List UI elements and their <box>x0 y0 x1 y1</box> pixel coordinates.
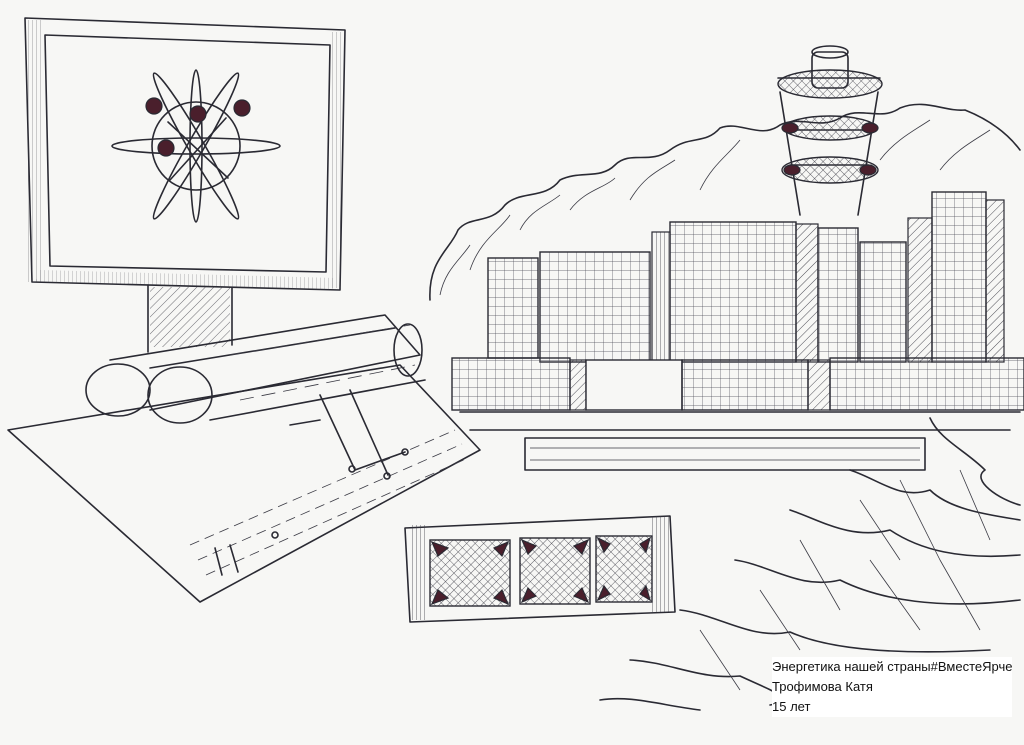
cooling-tower <box>777 45 883 216</box>
author-age: 15 лет <box>772 699 811 714</box>
monitor <box>24 17 346 353</box>
caption-box: Энергетика нашей страны#ВместеЯрче Трофи… <box>772 657 1012 717</box>
tree-line <box>429 103 1021 301</box>
rolled-blueprints <box>85 314 426 424</box>
drawing-title: Энергетика нашей страны#ВместеЯрче <box>772 659 1013 674</box>
author-name: Трофимова Катя <box>772 679 873 694</box>
atom-icon <box>111 69 281 223</box>
blueprint-sheet <box>7 364 481 603</box>
power-plant-buildings <box>451 191 1024 471</box>
battery-panel <box>404 515 676 623</box>
fir-tree <box>599 417 1021 711</box>
